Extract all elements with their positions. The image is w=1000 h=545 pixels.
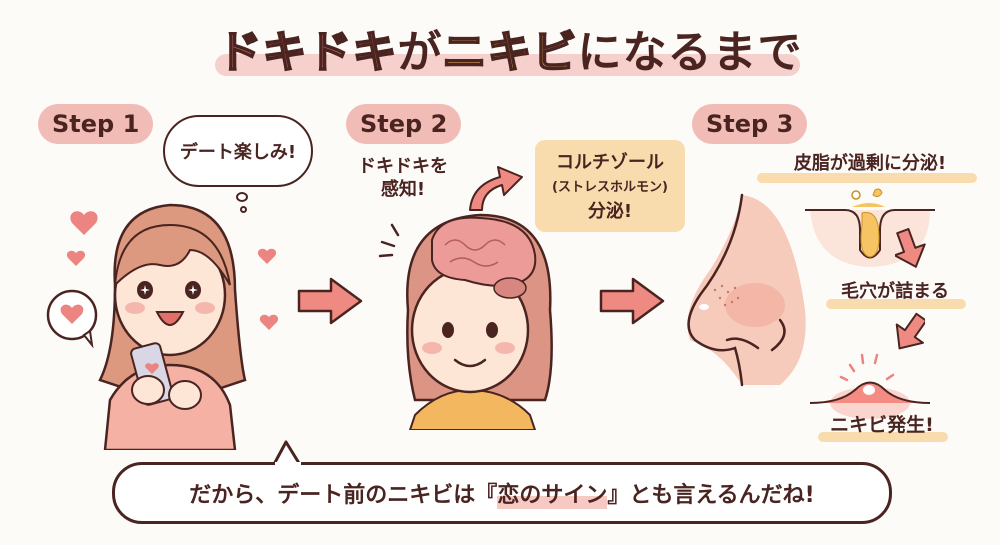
title-nikibi: ニキビ	[442, 26, 578, 79]
hormone-subtitle: (ストレスホルモン)	[552, 180, 668, 195]
step3-stage3-label: ニキビ発生!	[830, 414, 934, 436]
step3-stage2-label: 毛穴が詰まる	[841, 281, 949, 302]
hormone-action: 分泌!	[587, 201, 633, 222]
caption-line2: 感知!	[380, 179, 426, 201]
heart-icon	[66, 211, 279, 330]
thought-dot	[236, 192, 248, 202]
sparkle-lines-icon	[839, 353, 895, 382]
arrow-down-left-icon	[895, 312, 925, 350]
caption-line1: ドキドキを	[358, 156, 448, 177]
speech-tail	[270, 440, 304, 468]
step2-girl-brain-illustration	[378, 213, 553, 430]
tail-joint-cover	[275, 462, 301, 468]
pimple-illustration	[809, 353, 931, 419]
title-ga: が	[397, 27, 443, 78]
nose-illustration	[687, 193, 806, 387]
thought-dot-small	[240, 206, 247, 213]
title-dokidoki: ドキドキ	[217, 26, 398, 79]
hormone-name: コルチゾール	[556, 152, 664, 173]
step2-caption: ドキドキを 感知!	[348, 155, 458, 202]
thought-text: デート楽しみ!	[179, 142, 297, 163]
arrow-down-right-icon	[895, 228, 926, 268]
title-ending: になるまで	[577, 27, 803, 78]
step1-thought-bubble: デート楽しみ!	[163, 115, 313, 187]
title-highlight-band	[215, 54, 800, 76]
step1-girl-illustration	[46, 203, 279, 450]
step2-badge: Step 2	[346, 104, 462, 144]
arrow-right-icon	[297, 277, 363, 325]
stage2-highlight	[826, 299, 966, 309]
sense-lines-icon	[378, 223, 400, 258]
stage3-highlight	[818, 432, 948, 442]
message-highlight: 恋のサイン	[497, 477, 608, 509]
stage1-highlight	[757, 173, 977, 183]
message-before: だから、デート前のニキビは『	[189, 483, 498, 508]
message-after: 』とも言えるんだね!	[607, 483, 815, 508]
arrow-right-icon	[599, 277, 665, 325]
bottom-speech-bubble: だから、デート前のニキビは『恋のサイン』とも言えるんだね!	[112, 462, 892, 524]
step1-badge: Step 1	[38, 104, 154, 144]
hormone-box: コルチゾール (ストレスホルモン) 分泌!	[535, 140, 685, 232]
curved-arrow-icon	[469, 166, 523, 211]
step3-stage1-label: 皮脂が過剰に分泌!	[793, 153, 947, 174]
step3-badge: Step 3	[692, 104, 808, 144]
page-title: ドキドキがニキビになるまで	[200, 16, 820, 80]
